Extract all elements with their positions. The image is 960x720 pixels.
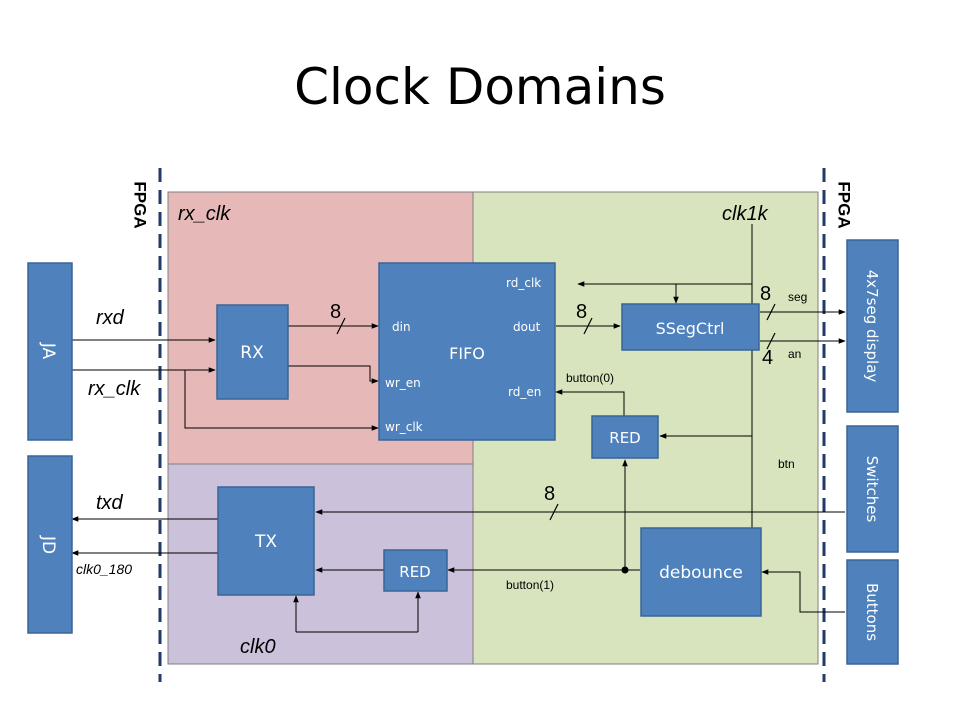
bus-width-an: 4 <box>762 347 773 369</box>
switches-block: Switches <box>846 425 899 553</box>
rx-clk-domain-label: rx_clk <box>178 203 231 225</box>
rx-label: RX <box>240 343 264 363</box>
ssegctrl-block: SSegCtrl <box>621 303 760 351</box>
buttons-block: Buttons <box>846 559 899 665</box>
tx-label: TX <box>254 532 277 552</box>
bus-width-seg: 8 <box>760 283 771 305</box>
ja-connector: JA <box>27 262 73 441</box>
red-bottom-block: RED <box>383 549 448 592</box>
jd-label: JD <box>38 535 58 554</box>
button0-label: button(0) <box>566 371 614 385</box>
fpga-label-left: FPGA <box>131 181 150 228</box>
bus-slash <box>766 332 776 350</box>
junction-dot <box>621 566 629 574</box>
debounce-label: debounce <box>659 563 743 583</box>
display-block: 4x7seg display <box>846 239 899 413</box>
bus-slash <box>336 317 346 335</box>
fifo-port-din: din <box>392 320 411 334</box>
red-bottom-label: RED <box>399 563 430 581</box>
clk0-label: clk0 <box>240 636 276 658</box>
wires <box>71 224 846 633</box>
txd-label: txd <box>96 492 124 514</box>
red-top-label: RED <box>609 429 640 447</box>
rx-clk-input-label: rx_clk <box>88 378 141 400</box>
bus-width-switches: 8 <box>544 483 555 505</box>
clk1k-domain-label: clk1k <box>722 203 769 225</box>
buttons-label: Buttons <box>863 583 881 641</box>
fifo-port-rd-clk: rd_clk <box>506 276 541 290</box>
red-top-block: RED <box>591 415 659 459</box>
slide-title: Clock Domains <box>294 58 666 116</box>
fifo-label: FIFO <box>449 344 485 363</box>
bus-width-fifo-sseg: 8 <box>576 301 587 323</box>
bus-slash <box>766 303 776 321</box>
rxd-label: rxd <box>96 307 125 329</box>
fpga-label-right: FPGA <box>835 181 854 228</box>
tx-block: TX <box>217 486 315 596</box>
clk0-180-label: clk0_180 <box>76 561 132 577</box>
fifo-port-rd-en: rd_en <box>508 385 541 399</box>
fifo-block: FIFO rd_clk din dout wr_en rd_en wr_clk <box>378 262 556 441</box>
ssegctrl-label: SSegCtrl <box>656 319 725 338</box>
seg-label: seg <box>788 290 807 304</box>
rx-block: RX <box>216 304 289 400</box>
fifo-port-wr-en: wr_en <box>385 376 421 390</box>
jd-connector: JD <box>27 455 73 634</box>
bus-slash <box>549 503 559 521</box>
debounce-block: debounce <box>640 527 762 617</box>
bus-width-rx-fifo: 8 <box>330 301 341 323</box>
an-label: an <box>788 347 801 361</box>
button1-label: button(1) <box>506 578 554 592</box>
display-label: 4x7seg display <box>863 270 881 383</box>
fifo-port-dout: dout <box>513 320 541 334</box>
ja-label: JA <box>38 342 58 360</box>
fifo-port-wr-clk: wr_clk <box>385 420 423 434</box>
switches-label: Switches <box>863 456 881 523</box>
btn-label: btn <box>778 457 795 471</box>
bus-slash <box>583 317 593 335</box>
